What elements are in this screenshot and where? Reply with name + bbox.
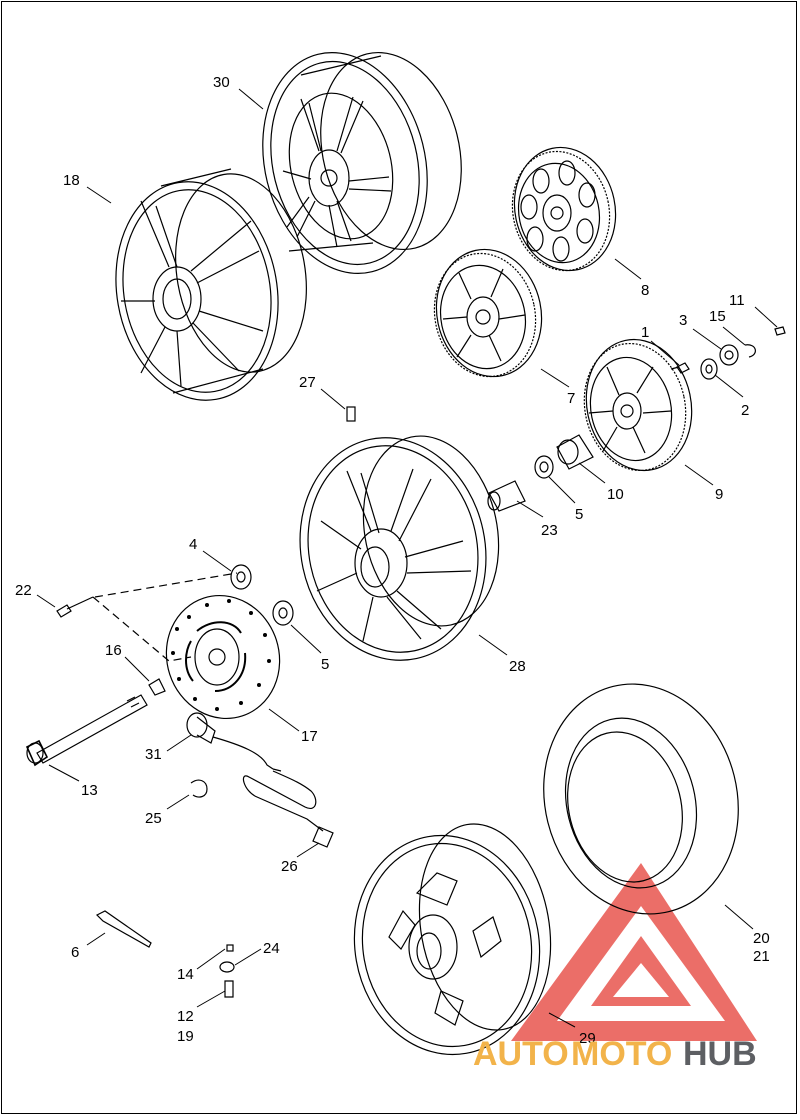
part-31-sensor [186,712,274,770]
part-23-sleeve [488,480,526,512]
part-3-nut [719,344,739,366]
callout-19: 19 [177,1028,194,1045]
callout-4: 4 [189,536,197,553]
callout-6: 6 [71,944,79,961]
part-17-brake-rotor [165,594,281,720]
callout-9: 9 [715,486,723,503]
watermark-text: AUTO MOTO HUB [473,1035,757,1073]
part-18-wheel [115,168,307,401]
watermark-hub: HUB [683,1035,757,1073]
callout-30: 30 [213,74,230,91]
part-13-axle [25,694,148,767]
callout-11: 11 [729,292,745,309]
part-9-sprocket [583,338,693,472]
part-28-wheel [299,435,500,661]
leader-lines [36,88,778,1028]
part-16-spacer [148,678,166,696]
callout-14: 14 [177,966,194,983]
callout-10: 10 [607,486,624,503]
hub-spacers [487,434,594,512]
part-15-clip [744,344,756,358]
part-5-bearing-upper [534,455,554,479]
watermark-logo [511,863,757,1041]
callout-labels: 30 18 8 11 1 3 15 2 7 27 10 9 5 23 4 22 … [15,74,770,1047]
callout-5-lower: 5 [321,656,329,673]
callout-25: 25 [145,810,162,827]
part-11-screw [774,326,786,336]
part-24-nut [219,961,235,973]
part-7-sprocket [433,248,543,378]
callout-12: 12 [177,1008,194,1025]
watermark-moto: MOTO [571,1035,672,1073]
callout-3: 3 [679,312,687,329]
callout-8: 8 [641,282,649,299]
callout-7: 7 [567,390,575,407]
callout-1: 1 [641,324,649,341]
callout-20: 20 [753,930,770,947]
callout-29: 29 [579,1030,596,1047]
callout-22: 22 [15,582,32,599]
part-26-cable [242,768,334,848]
callout-24: 24 [263,940,280,957]
part-4-bearing [230,564,252,590]
callout-31: 31 [145,746,162,763]
part-12-valve-stem [224,980,234,998]
callout-27: 27 [299,374,316,391]
callout-2: 2 [741,402,749,419]
callout-26: 26 [281,858,298,875]
part-25-clip [190,779,208,798]
part-2-washer [700,358,718,380]
callout-18: 18 [63,172,80,189]
part-30-wheel [262,51,462,274]
callout-15: 15 [709,308,726,325]
callout-28: 28 [509,658,526,675]
watermark-auto: AUTO [473,1035,569,1073]
part-6-tool [95,910,152,948]
part-22-bolt [56,572,238,662]
part-20-tire [543,683,739,915]
callout-23: 23 [541,522,558,539]
part-10-spacer [556,434,594,470]
part-1-bolt [676,362,690,374]
hardware-cluster-right [670,326,786,380]
part-14-cap [226,944,234,952]
callout-17: 17 [301,728,318,745]
part-5-bearing-lower [272,600,294,626]
callout-21: 21 [753,948,770,965]
callout-5-upper: 5 [575,506,583,523]
part-8-sprocket [511,146,617,272]
part-29-wheel [353,823,552,1056]
callout-16: 16 [105,642,122,659]
callout-13: 13 [81,782,98,799]
part-27-key [346,406,356,422]
